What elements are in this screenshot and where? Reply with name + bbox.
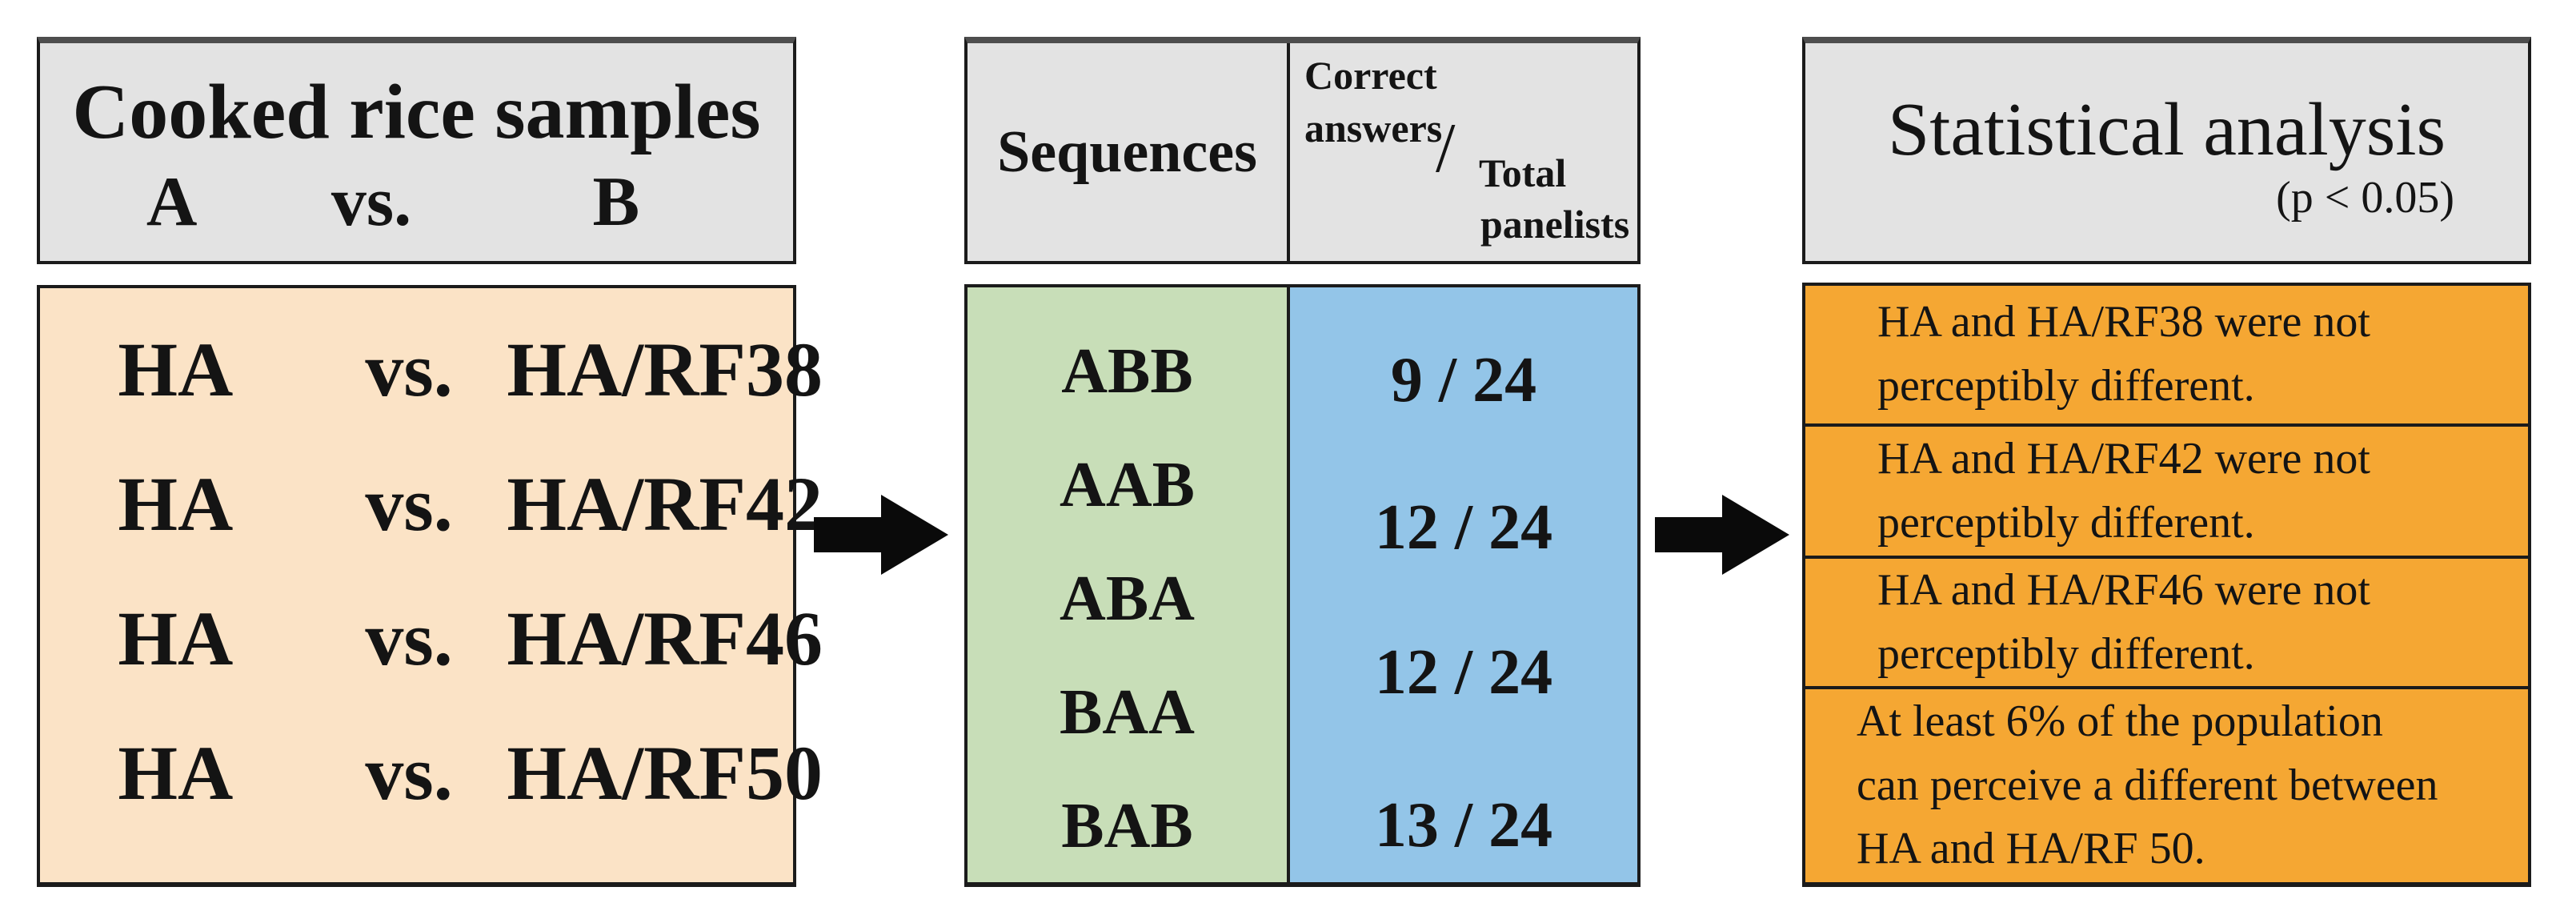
finding-text-line: perceptibly different. <box>1877 361 2255 411</box>
finding-row: HA and HA/RF46 were not perceptibly diff… <box>1805 556 2528 686</box>
sample-pair-row: HA vs. HA/RF38 <box>40 303 823 437</box>
versus-label: vs. <box>365 596 453 681</box>
sample-b: HA/RF42 <box>507 461 823 547</box>
statistical-analysis-header: Statistical analysis (p < 0.05) <box>1802 37 2531 264</box>
sequences-results-header: Sequences Correct answers / Total paneli… <box>964 37 1641 264</box>
left-header-columns: A vs. B <box>40 167 793 238</box>
column-label-a: A <box>146 163 198 242</box>
analysis-findings-box: HA and HA/RF38 were not perceptibly diff… <box>1802 283 2531 887</box>
sample-b: HA/RF38 <box>507 327 823 412</box>
sequences-column: ABB AAB ABA BAA BAB <box>968 287 1290 882</box>
sequence-item: BAA <box>1060 677 1195 748</box>
sample-b: HA/RF50 <box>507 730 823 816</box>
sample-a: HA <box>118 461 234 547</box>
result-score: 13 / 24 <box>1374 790 1553 861</box>
sequences-results-box: ABB AAB ABA BAA BAB 9 / 24 12 / 24 12 / … <box>964 284 1641 887</box>
cooked-rice-samples-header: Cooked rice samples A vs. B <box>37 37 796 264</box>
flow-arrow-icon <box>1655 495 1789 575</box>
finding-row: At least 6% of the population can percei… <box>1805 686 2528 882</box>
fraction-numerator-line1: Correct <box>1304 53 1437 98</box>
flow-arrow-icon <box>814 495 948 575</box>
sequences-header-cell: Sequences <box>968 43 1290 261</box>
finding-text-line: perceptibly different. <box>1877 628 2255 679</box>
sequences-label: Sequences <box>997 118 1257 185</box>
sample-b: HA/RF46 <box>507 596 823 681</box>
sample-a: HA <box>118 327 234 412</box>
statistical-analysis-title: Statistical analysis <box>1887 87 2446 171</box>
finding-text-line: HA and HA/RF46 were not <box>1877 564 2370 615</box>
fraction-slash: / <box>1436 110 1456 187</box>
results-column: 9 / 24 12 / 24 12 / 24 13 / 24 <box>1290 287 1637 882</box>
sample-pair-row: HA vs. HA/RF50 <box>40 706 823 841</box>
sample-pair-row: HA vs. HA/RF42 <box>40 437 823 572</box>
finding-text-line: HA and HA/RF42 were not <box>1877 433 2370 484</box>
finding-text-line: At least 6% of the population <box>1857 696 2383 747</box>
sample-a: HA <box>118 596 234 681</box>
finding-text-line: can perceive a different between <box>1857 760 2438 810</box>
left-header-title: Cooked rice samples <box>72 68 761 155</box>
versus-label: vs. <box>365 327 453 412</box>
result-score: 12 / 24 <box>1374 492 1553 563</box>
finding-text-line: HA and HA/RF38 were not <box>1877 297 2370 347</box>
sequence-item: ABA <box>1060 564 1195 634</box>
result-score: 9 / 24 <box>1390 345 1537 415</box>
fraction-numerator-line2: answers <box>1304 106 1443 150</box>
finding-text-line: perceptibly different. <box>1877 497 2255 548</box>
sample-pair-row: HA vs. HA/RF46 <box>40 572 823 706</box>
correct-answers-header-cell: Correct answers / Total panelists <box>1290 43 1637 261</box>
versus-label: vs. <box>365 730 453 816</box>
sample-pairs-box: HA vs. HA/RF38 HA vs. HA/RF42 HA vs. HA/… <box>37 285 823 887</box>
fraction-denominator-line2: panelists <box>1480 202 1630 247</box>
fraction-denominator-line1: Total <box>1479 150 1567 195</box>
sequence-item: BAB <box>1061 791 1193 861</box>
finding-text-line: HA and HA/RF 50. <box>1857 824 2205 874</box>
finding-row: HA and HA/RF38 were not perceptibly diff… <box>1805 286 2528 423</box>
finding-row: HA and HA/RF42 were not perceptibly diff… <box>1805 423 2528 556</box>
column-label-b: B <box>592 163 640 242</box>
column-label-vs: vs. <box>331 163 412 242</box>
versus-label: vs. <box>365 461 453 547</box>
sample-a: HA <box>118 730 234 816</box>
sequence-item: AAB <box>1060 450 1195 520</box>
p-value-subtitle: (p < 0.05) <box>2276 173 2454 223</box>
result-score: 12 / 24 <box>1374 637 1553 708</box>
sequence-item: ABB <box>1061 336 1193 407</box>
